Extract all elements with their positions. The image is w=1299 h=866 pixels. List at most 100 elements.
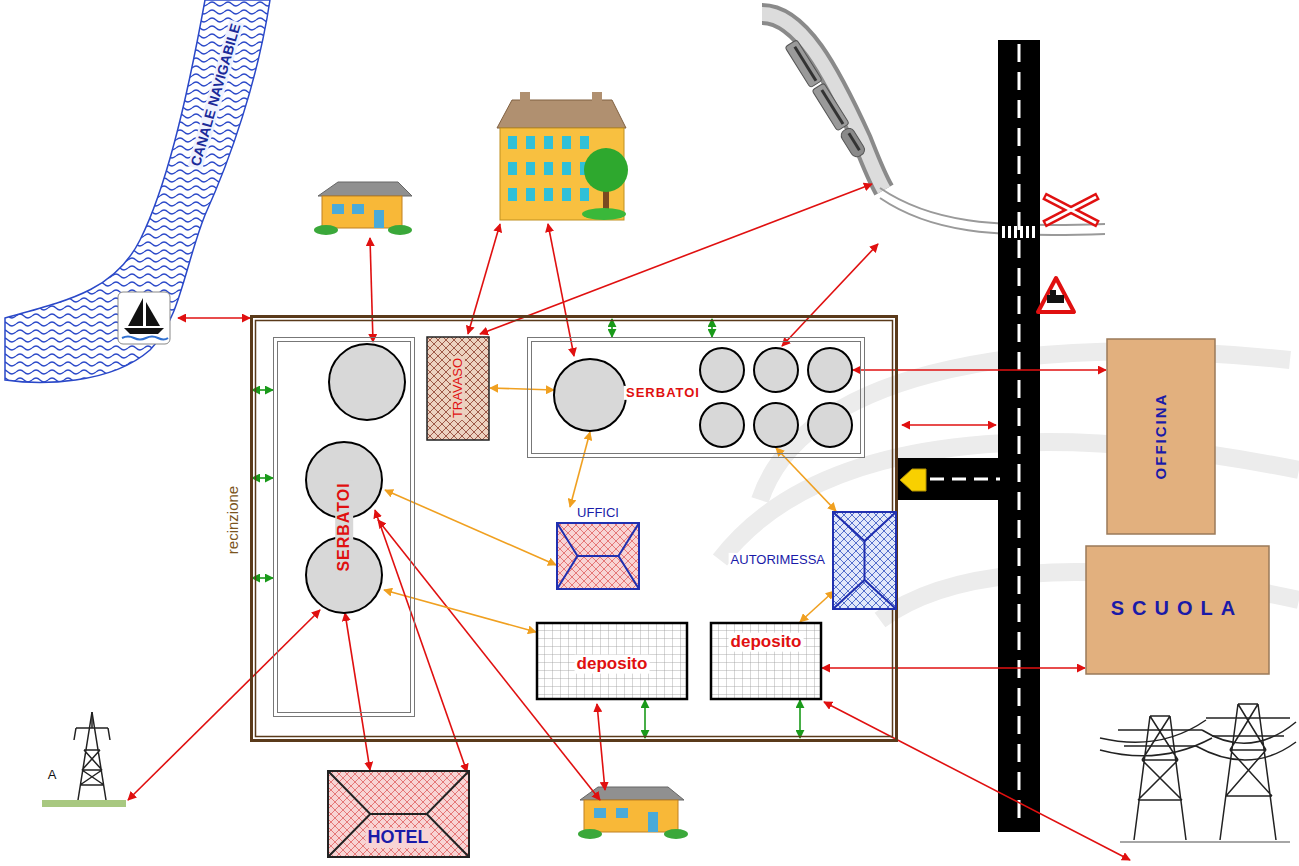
house-icon-part [584,800,678,832]
railway-part-part [839,126,867,159]
road-part [900,469,926,491]
railway-part [762,14,884,190]
apartment-building-part-part [562,162,571,175]
power-lines-part [1118,730,1202,746]
power-pylon-part [42,800,126,807]
power-lines-part [1100,720,1296,760]
outline-part [537,623,687,699]
hazard-arrow [345,613,370,770]
house-icon-part [648,812,658,832]
apartment-building-part-part [544,136,553,149]
outline-part [532,342,861,454]
node-label: SERBATOI [624,386,702,400]
garage-building-outline [832,511,897,610]
outline-part [833,512,896,609]
house-icon-part [352,204,364,214]
road-part-part [1032,226,1035,238]
level-crossing-sign [1044,196,1098,224]
apartment-building-part-part [544,188,553,201]
school-building: SCUOLA [1085,545,1270,675]
outline-part [328,771,469,857]
sailboat-icon-part [118,292,170,344]
node-label: UFFICI [577,506,619,520]
outline-part [252,317,897,741]
outline-part [427,337,489,440]
storage-tank [754,403,798,447]
warehouse: deposito [536,622,688,700]
apartment-building-part-part [526,136,535,149]
warehouse: deposito [710,622,822,700]
outline-part [328,771,469,857]
storage-tank [808,403,852,447]
apartment-building-part-part [526,188,535,201]
hazard-arrow [853,369,1106,371]
railway [762,14,1105,235]
node-label: deposito [575,655,650,674]
sailboat-icon-part [146,302,160,326]
site-fence: SERBATOITRAVASOSERBATOIUFFICIAUTORIMESSA… [250,315,898,742]
road-part [898,458,1000,500]
power-lines-part [1206,718,1290,736]
transfer-station: TRAVASO [426,336,490,441]
hazard-arrow-part [824,702,1130,860]
outline-part [557,523,639,589]
canal [5,0,270,382]
warning-sign [1038,278,1074,312]
level-crossing-sign-part [1044,196,1098,224]
road-part-part [1020,226,1023,238]
storage-tank [808,348,852,392]
railway-part-part [794,46,818,82]
node-label: SCUOLA [1111,597,1243,619]
house-icon-part [616,808,628,818]
house-icon-part [314,225,338,235]
hazard-arrow [375,510,467,772]
apartment-building-part-part [580,136,589,149]
outline-part [711,623,821,699]
hazard-arrow [370,184,1130,860]
railway-part [785,40,867,159]
apartment-building-part-part [562,188,571,201]
storage-tank [700,403,744,447]
road-part-part [1002,226,1005,238]
hazard-arrow-part [480,184,872,334]
hazard-arrow [128,610,320,800]
node-label: recinzione [225,486,242,554]
house-icon-part [578,829,602,839]
apartment-building-part [508,136,589,201]
road [898,40,1040,832]
railway-part [762,14,884,190]
house-icon-part [594,808,606,818]
power-lines-part [1220,704,1276,840]
tank-bund: SERBATOI [527,337,865,458]
power-pylon: A [40,700,130,810]
house-icon-part [664,829,688,839]
hazard-arrow [384,590,536,632]
hazard-arrow-part [597,704,605,790]
house-icon-part [322,196,402,228]
storage-tank [554,359,626,431]
outline-part [528,338,865,458]
apartment-building-part-part [562,136,571,149]
apartment-building-part-part [544,162,553,175]
apartment-building-part [582,208,626,220]
apartment-building-part [520,92,530,104]
level-crossing-sign-part [1046,197,1096,223]
canal-part [5,0,270,382]
node-label: TRAVASO [451,356,465,420]
node-label: deposito [729,633,804,652]
road-part [1002,226,1035,238]
warning-sign-part [1047,295,1064,303]
hazard-arrow [644,700,646,738]
level-crossing-sign-part [1046,197,1096,223]
road-part [998,40,1040,832]
house-icon-part [318,182,412,196]
road-part-part [1008,226,1011,238]
canal: CANALE NAVIGABILE [110,20,310,340]
apartment-building-part [592,92,602,104]
garage-building: AUTORIMESSA [832,511,897,610]
railway-part-part [812,83,849,131]
apartment-building-part [497,100,626,128]
hazard-arrow-part [548,224,574,356]
hazard-arrow [490,388,554,390]
